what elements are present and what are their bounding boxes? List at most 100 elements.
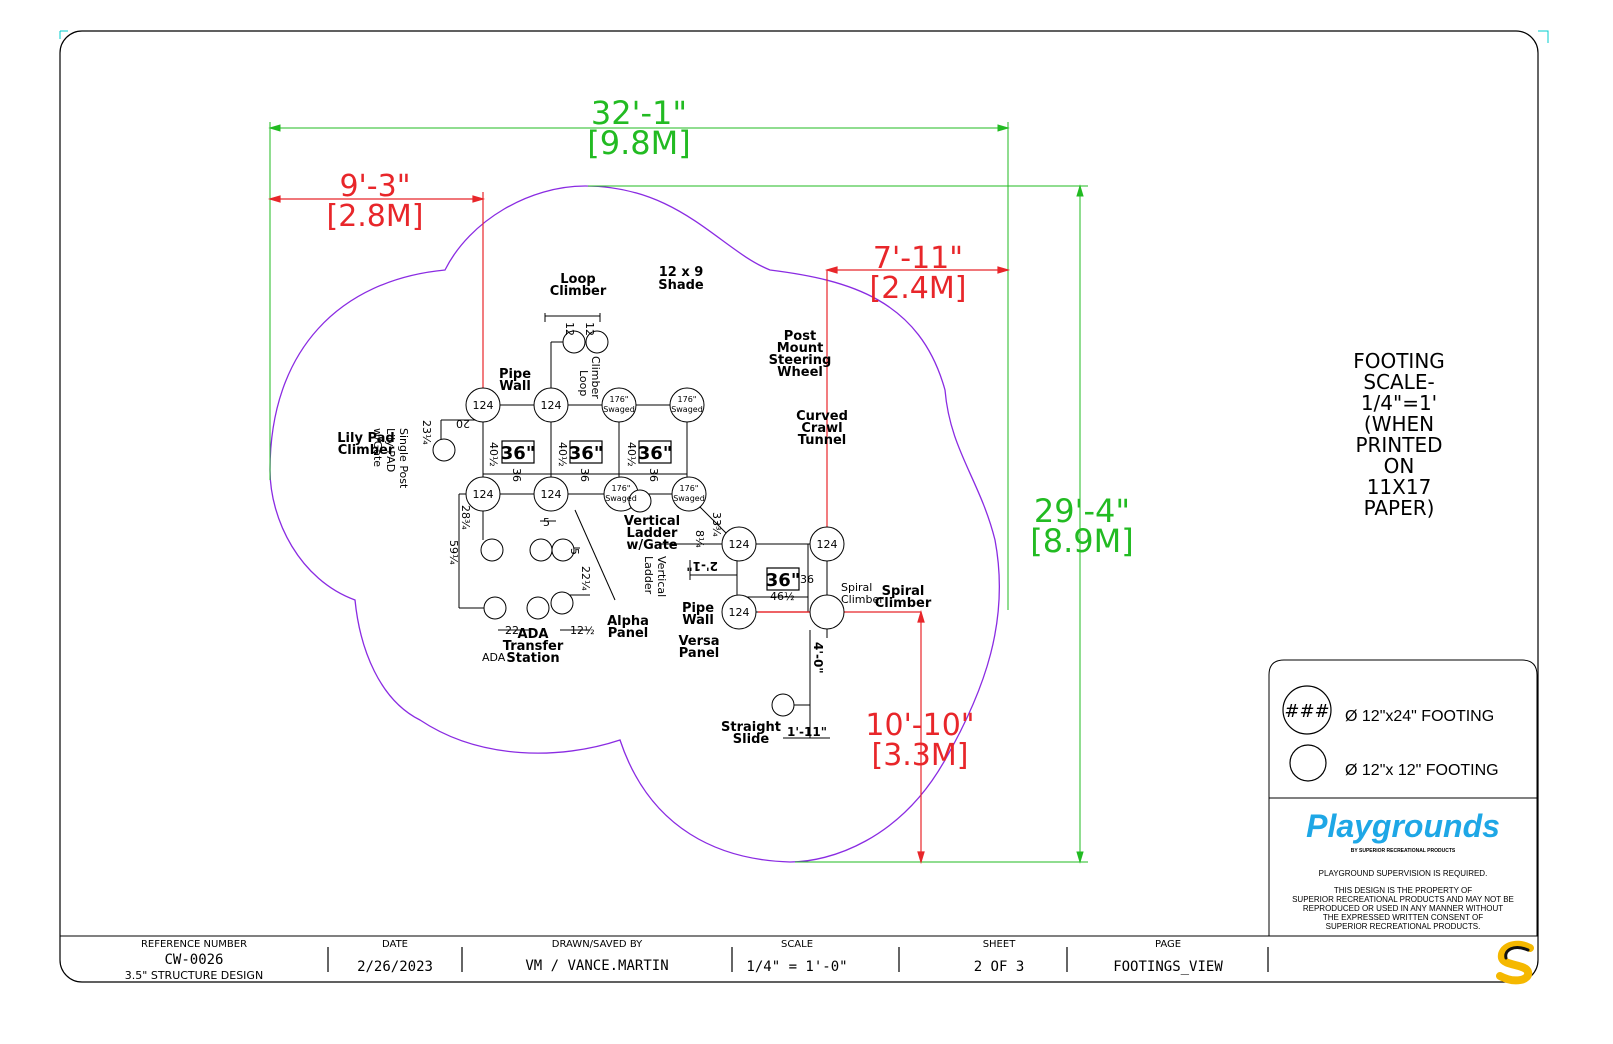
disclaimer-line: THE EXPRESSED WRITTEN CONSENT OF (1323, 913, 1483, 922)
post-footing (465, 387, 501, 423)
dim-59: 59¼ (447, 540, 460, 565)
post-footing (721, 526, 757, 562)
dim-20: 20 (456, 417, 470, 430)
small-footing (585, 330, 609, 354)
brand-tagline: BY SUPERIOR RECREATIONAL PRODUCTS (1351, 848, 1456, 854)
ref-label: REFERENCE NUMBER (141, 939, 247, 950)
dim-36b: 36 (578, 468, 591, 482)
deck-height: 36" (638, 443, 672, 464)
label-versa-panel: Panel (679, 646, 719, 661)
label-curved-tunnel: Tunnel (798, 433, 846, 448)
post-label: 124 (541, 399, 562, 412)
brand-logo-text: Playgrounds (1306, 808, 1500, 844)
label-straight-slide: Straight (721, 720, 781, 735)
dim-22q: 22¼ (579, 566, 592, 591)
swaged-size: 176" (610, 395, 629, 404)
small-footing (432, 438, 456, 462)
footing-note-line: SCALE- (1363, 370, 1434, 394)
label-post-mount: Post (784, 329, 816, 344)
label-loop-climber-rotated: Loop (577, 370, 590, 396)
label-shade: Shade (658, 278, 704, 293)
dim-22: 22 (505, 624, 519, 637)
dim-1-11: 1'-11" (787, 725, 827, 739)
label-ada-transfer: ADA (518, 627, 549, 642)
dim-12b: 12 (583, 322, 596, 336)
label-vertical-ladder: Ladder (627, 526, 678, 541)
post-footing-swaged (601, 387, 637, 423)
dim-36d: 36 (800, 573, 814, 586)
swaged-size: 176" (678, 395, 697, 404)
post-label: 124 (541, 488, 562, 501)
bottom-offset-m: [3.3M] (871, 738, 968, 773)
label-straight-slide: Slide (733, 732, 770, 747)
post-footing (809, 594, 845, 630)
overall-height-m: [8.9M] (1030, 522, 1133, 560)
label-ada-transfer: Station (506, 651, 559, 666)
dim-2-1: 2'-1" (686, 559, 718, 573)
post-label: 124 (473, 488, 494, 501)
legend-large-symbol: ### (1284, 701, 1329, 722)
use-zone-boundary (269, 185, 1001, 863)
dim-40c: 40½ (625, 442, 638, 467)
title-block-dividers (327, 947, 1269, 972)
date-label: DATE (382, 939, 408, 950)
small-footing (480, 538, 504, 562)
overall-height-ft: 29'-4" (1034, 492, 1130, 530)
label-vertical-ladder-rotated: Vertical (655, 556, 668, 597)
overall-width-m: [9.8M] (587, 124, 690, 162)
sheet-label: SHEET (983, 939, 1017, 950)
sheet-border (59, 30, 1539, 983)
scale-label: SCALE (781, 939, 813, 950)
label-spiral-climber: Spiral (882, 584, 925, 599)
label-shade: 12 x 9 (659, 265, 704, 280)
corner-marker-tl (59, 30, 68, 39)
sheet-value: 2 OF 3 (974, 959, 1025, 975)
post-footing (465, 476, 501, 512)
deck-height: 36" (569, 443, 603, 464)
label-pipe-wall-mid: Wall (682, 613, 714, 628)
green-dimensions (268, 122, 1088, 864)
label-spiral-climber: Climber (875, 596, 932, 611)
legend-large-text: Ø 12"x24" FOOTING (1345, 708, 1494, 725)
post-footing-swaged (671, 476, 707, 512)
ref-sub: 3.5" STRUCTURE DESIGN (125, 969, 263, 982)
footing-note-line: PAPER) (1364, 496, 1435, 520)
dim-5b: 5 (568, 548, 581, 555)
company-logo-icon (1496, 940, 1534, 985)
label-loop-climber-rotated: Climber (589, 356, 602, 399)
disclaimer-line: SUPERIOR RECREATIONAL PRODUCTS AND MAY N… (1292, 895, 1514, 904)
swaged-size: 176" (612, 484, 631, 493)
post-label: 124 (729, 606, 750, 619)
label-versa-panel: Versa (678, 634, 719, 649)
label-single-post: w/Gate (371, 428, 384, 467)
small-footing (628, 489, 652, 513)
post-label: 124 (817, 538, 838, 551)
legend-small-text: Ø 12"x 12" FOOTING (1345, 762, 1499, 779)
small-footing (550, 591, 574, 615)
deck-height: 36" (766, 570, 800, 591)
label-vertical-ladder: w/Gate (626, 538, 677, 553)
label-pipe-wall-mid: Pipe (682, 601, 714, 616)
small-footing (771, 693, 795, 717)
label-alpha-panel: Alpha (607, 614, 649, 629)
dim-12h: 12½ (570, 624, 595, 637)
label-curved-tunnel: Crawl (801, 421, 842, 436)
left-offset-m: [2.8M] (326, 199, 423, 234)
post-footing (721, 594, 757, 630)
label-alpha-panel: Panel (608, 626, 648, 641)
label-vertical-ladder-rotated: Ladder (642, 556, 655, 595)
deck-height: 36" (501, 443, 535, 464)
footing-note-line: 1/4"=1' (1361, 391, 1437, 415)
label-spiral-small: Spiral (841, 581, 872, 594)
ref-value: CW-0026 (164, 952, 223, 968)
disclaimer-line: SUPERIOR RECREATIONAL PRODUCTS. (1326, 922, 1481, 931)
post-label: 124 (473, 399, 494, 412)
footing-note-line: FOOTING (1353, 349, 1445, 373)
label-spiral-small: Climber (841, 593, 884, 606)
post-footing (533, 387, 569, 423)
label-loop-climber: Loop (560, 272, 595, 287)
label-ada-small: ADA (482, 651, 506, 664)
dim-36a: 36 (510, 468, 523, 482)
dim-5a: 5 (543, 516, 550, 529)
